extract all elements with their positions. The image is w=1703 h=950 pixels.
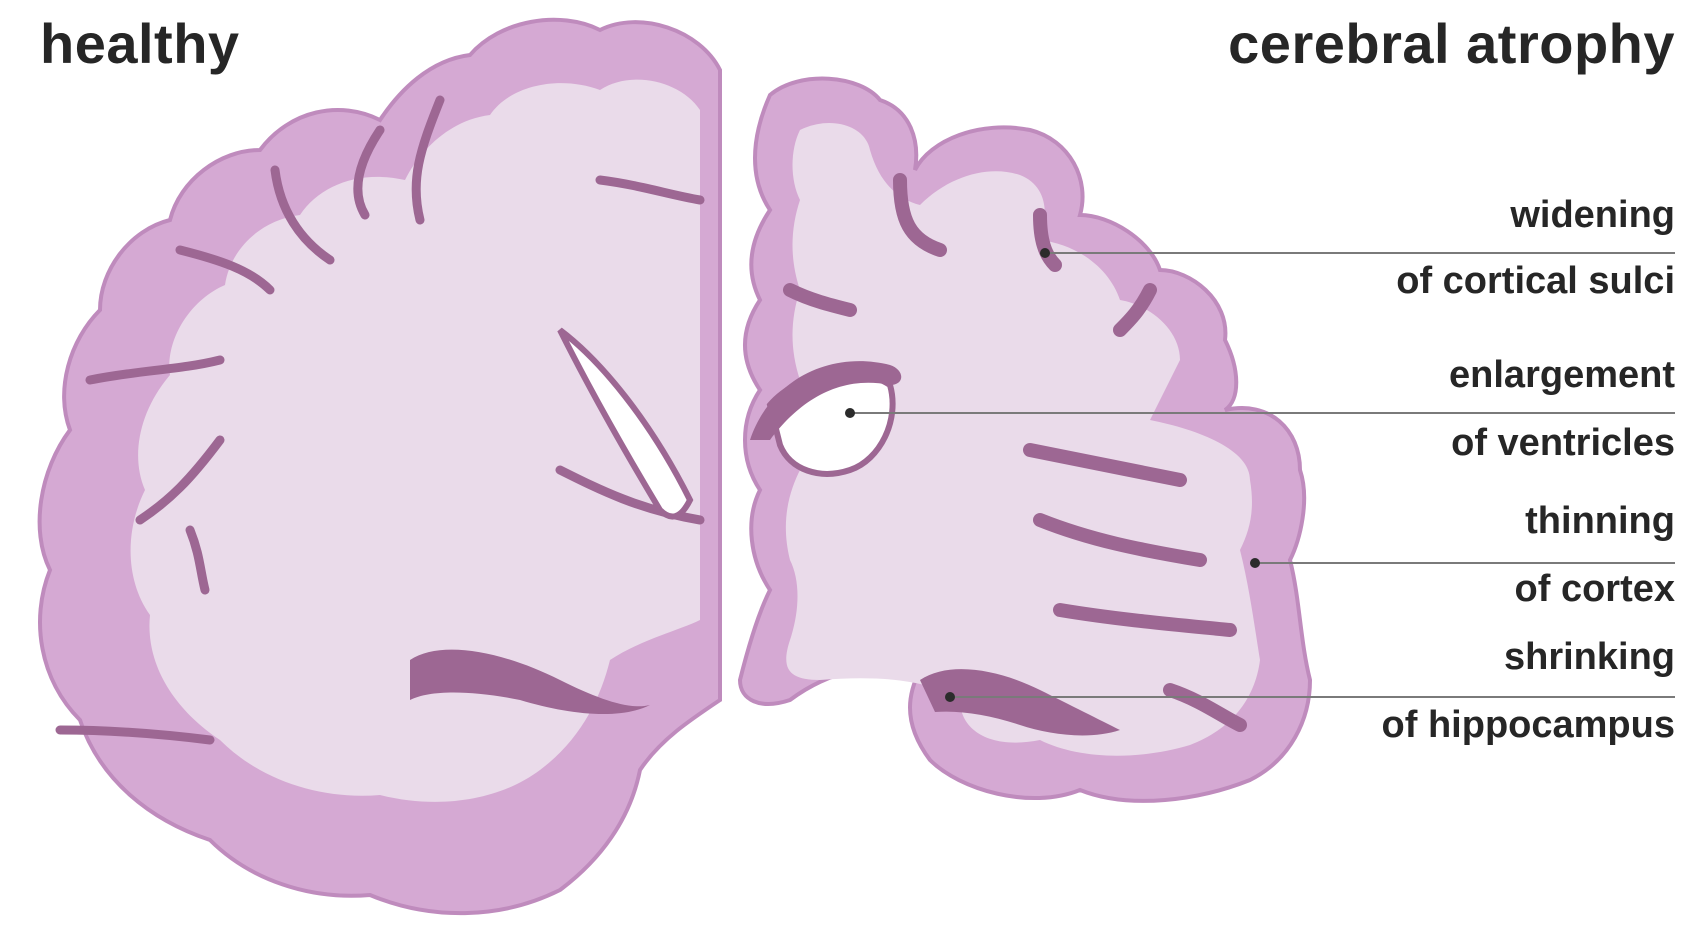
label-of-hippocampus: of hippocampus — [1382, 706, 1675, 744]
title-cerebral-atrophy: cerebral atrophy — [1228, 10, 1675, 77]
leader-dot-sulci — [1040, 248, 1050, 258]
atrophy-hemisphere — [740, 79, 1310, 801]
label-shrinking: shrinking — [1504, 638, 1675, 676]
label-widening: widening — [1510, 196, 1675, 234]
leader-dot-hippocampus — [945, 692, 955, 702]
label-enlargement: enlargement — [1449, 356, 1675, 394]
label-thinning: thinning — [1525, 502, 1675, 540]
label-of-cortex: of cortex — [1515, 570, 1675, 608]
label-of-cortical-sulci: of cortical sulci — [1396, 262, 1675, 300]
healthy-hemisphere — [40, 20, 720, 913]
leader-dot-ventricles — [845, 408, 855, 418]
title-healthy: healthy — [40, 10, 240, 77]
label-of-ventricles: of ventricles — [1451, 424, 1675, 462]
leader-dot-cortex — [1250, 558, 1260, 568]
